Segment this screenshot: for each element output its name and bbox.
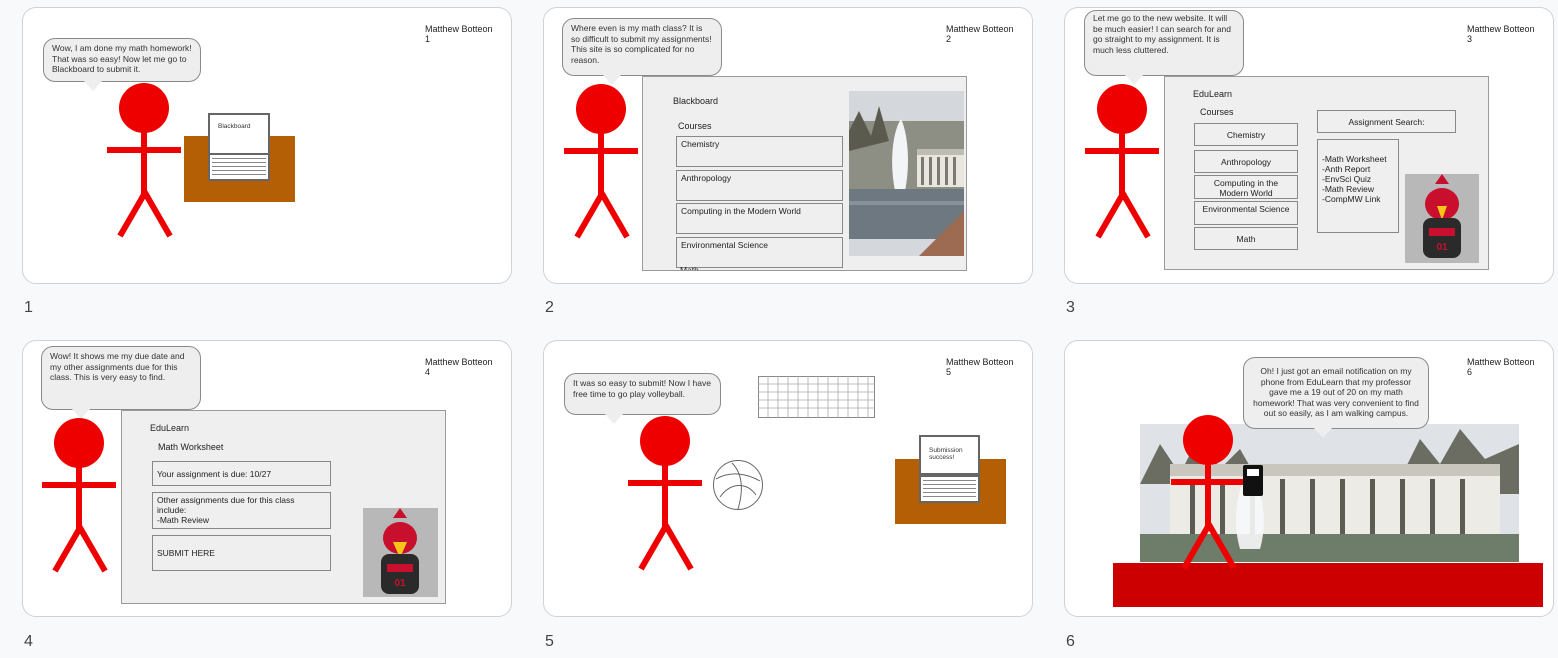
speech-bubble: Oh! I just got an email notification on … [1243, 357, 1429, 438]
author-label: Matthew Botteon 5 [946, 357, 1014, 377]
site-title: Blackboard [673, 96, 719, 106]
keyboard-icon [919, 475, 980, 503]
blackboard-site-panel: Blackboard Courses Chemistry Anthropolog… [642, 76, 967, 271]
slide-5[interactable]: Matthew Botteon 5 It was so easy to subm… [543, 340, 1033, 617]
slide-number: 3 [1066, 299, 1075, 316]
laptop-icon: Blackboard [208, 113, 270, 155]
course-item[interactable]: Environmental Science [676, 237, 843, 268]
laptop-screen-text: Submission success! [929, 447, 963, 461]
speech-bubble: It was so easy to submit! Now I have fre… [564, 373, 721, 424]
site-title: EduLearn [1193, 89, 1233, 99]
volleyball-icon [713, 460, 763, 510]
stick-figure [107, 83, 182, 243]
course-item[interactable]: Anthropology [676, 170, 843, 201]
stick-figure [628, 416, 703, 576]
net-icon [758, 376, 875, 418]
laptop-icon: Submission success! [919, 435, 980, 475]
slide-2[interactable]: Matthew Botteon 2 Where even is my math … [543, 7, 1033, 284]
speech-bubble: Wow, I am done my math homework! That wa… [43, 38, 201, 91]
courses-label: Courses [1200, 107, 1234, 117]
speech-bubble: Wow! It shows me my due date and my othe… [41, 346, 201, 419]
slide-number: 1 [24, 299, 33, 316]
bubble-text: Let me go to the new website. It will be… [1093, 13, 1231, 55]
bubble-text: Wow, I am done my math homework! That wa… [52, 43, 192, 74]
slide-1[interactable]: Matthew Botteon 1 Wow, I am done my math… [22, 7, 512, 284]
course-item[interactable]: Computing in the Modern World [1194, 175, 1298, 199]
speech-bubble: Where even is my math class? It is so di… [562, 18, 722, 85]
author-label: Matthew Botteon 2 [946, 24, 1014, 44]
edulearn-site-panel: EduLearn Courses Chemistry Anthropology … [1164, 76, 1489, 270]
bubble-text: Wow! It shows me my due date and my othe… [50, 351, 185, 382]
assignment-search-input[interactable]: Assignment Search: [1317, 110, 1456, 133]
slide-number: 4 [24, 633, 33, 650]
phone-icon [1243, 465, 1263, 496]
site-title: EduLearn [150, 423, 190, 433]
course-item[interactable]: Chemistry [1194, 123, 1298, 146]
slide-3[interactable]: Matthew Botteon 3 Let me go to the new w… [1064, 7, 1554, 284]
speech-bubble: Let me go to the new website. It will be… [1084, 10, 1244, 85]
svg-text:01: 01 [394, 578, 406, 589]
course-item[interactable]: Environmental Science [1194, 201, 1298, 225]
bubble-text: Oh! I just got an email notification on … [1253, 366, 1419, 418]
course-item[interactable]: Computing in the Modern World [676, 203, 843, 234]
submit-button[interactable]: SUBMIT HERE [152, 535, 331, 571]
bubble-text: It was so easy to submit! Now I have fre… [573, 378, 711, 399]
bubble-text: Where even is my math class? It is so di… [571, 23, 712, 65]
edulearn-assignment-panel: EduLearn Math Worksheet Your assignment … [121, 410, 446, 604]
assignment-title: Math Worksheet [158, 442, 224, 452]
slide-number: 5 [545, 633, 554, 650]
due-date-box: Your assignment is due: 10/27 [152, 461, 331, 486]
search-results: -Math Worksheet -Anth Report -EnvSci Qui… [1317, 139, 1399, 233]
course-item[interactable]: Chemistry [676, 136, 843, 167]
slide-number: 2 [545, 299, 554, 316]
course-item[interactable]: Math [680, 265, 699, 271]
courses-label: Courses [678, 121, 712, 131]
author-label: Matthew Botteon 4 [425, 357, 493, 377]
other-assignments-box: Other assignments due for this class inc… [152, 492, 331, 529]
stick-figure [1171, 415, 1246, 575]
slide-4[interactable]: Matthew Botteon 4 Wow! It shows me my du… [22, 340, 512, 617]
author-label: Matthew Botteon 1 [425, 24, 493, 44]
course-item[interactable]: Anthropology [1194, 150, 1298, 173]
laptop-screen-text: Blackboard [218, 123, 251, 130]
keyboard-icon [208, 153, 270, 181]
mascot-photo: 01 [1405, 174, 1479, 263]
slide-number: 6 [1066, 633, 1075, 650]
stick-figure [1085, 84, 1160, 244]
author-label: Matthew Botteon 3 [1467, 24, 1535, 44]
fountain-photo [849, 91, 964, 256]
svg-text:01: 01 [1436, 242, 1448, 253]
course-item[interactable]: Math [1194, 227, 1298, 250]
slide-6[interactable]: Matthew Botteon 6 Oh! I just got an emai… [1064, 340, 1554, 617]
stick-figure [564, 84, 639, 244]
mascot-photo: 01 [363, 508, 438, 597]
author-label: Matthew Botteon 6 [1467, 357, 1535, 377]
ground [1113, 563, 1543, 607]
stick-figure [42, 418, 117, 578]
